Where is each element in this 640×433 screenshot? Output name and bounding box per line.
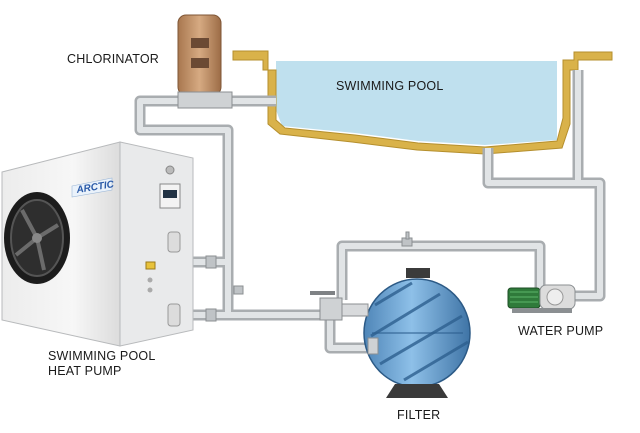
valve-top-stem — [405, 231, 410, 240]
screw-icon — [147, 287, 153, 293]
water-pump-label: WATER PUMP — [518, 324, 604, 338]
pipe-valves — [205, 231, 413, 322]
heat-pump-label-line2: HEAT PUMP — [48, 364, 122, 378]
chlorinator-label: CHLORINATOR — [67, 52, 160, 66]
chlorinator — [177, 14, 233, 109]
filter-tank — [363, 268, 471, 398]
port-upper — [167, 231, 181, 253]
valve-heat-pump-upper — [205, 255, 217, 269]
chlorinator-window-bottom — [191, 58, 209, 68]
gauge-icon — [165, 165, 175, 175]
water-pump — [507, 284, 576, 313]
screw-icon — [147, 277, 153, 283]
swimming-pool-label: SWIMMING POOL — [336, 79, 444, 93]
warning-label — [145, 261, 156, 270]
heat-pump-label-line1: SWIMMING POOL — [48, 349, 156, 363]
multiport-valve — [310, 291, 369, 321]
swimming-pool — [232, 50, 613, 155]
heat-pump-unit: ARCTIC — [1, 141, 194, 347]
pool-rim — [232, 50, 613, 155]
filter-inlet — [367, 337, 379, 355]
fan-icon — [4, 192, 70, 284]
heat-pump-label: SWIMMING POOL HEAT PUMP — [48, 349, 155, 379]
control-display — [163, 190, 177, 198]
valve-bypass — [233, 285, 244, 295]
port-lower — [167, 303, 181, 327]
chlorinator-window-top — [191, 38, 209, 48]
pool-water — [276, 61, 557, 145]
valve-heat-pump-lower — [205, 308, 217, 322]
filter-stand — [386, 384, 448, 398]
filter-label: FILTER — [397, 408, 441, 422]
filter-lid — [406, 268, 430, 278]
chlorinator-base — [177, 91, 233, 109]
